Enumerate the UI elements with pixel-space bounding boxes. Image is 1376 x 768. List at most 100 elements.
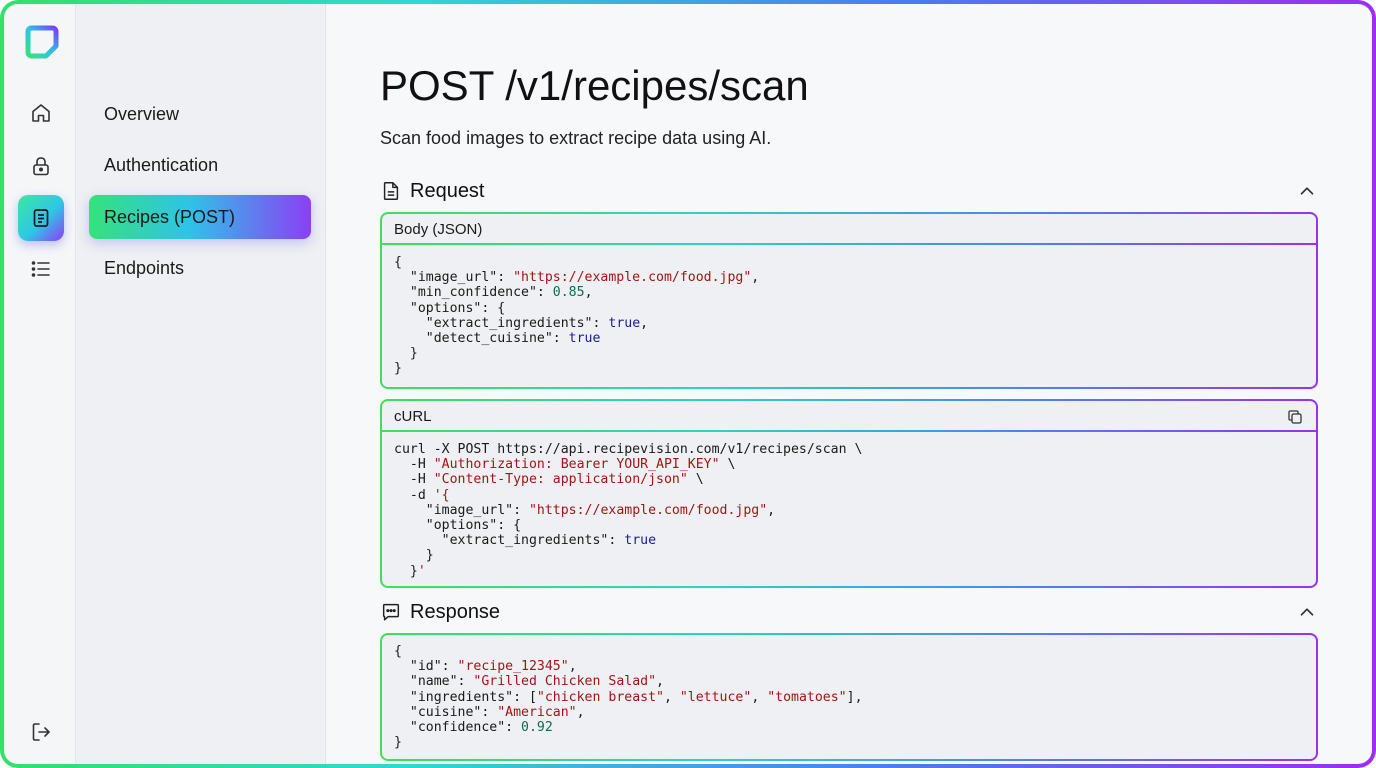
code-token: ,: [584, 285, 593, 301]
code-token: "ingredients": [: [394, 689, 537, 705]
code-line: "extract_ingredients": true: [394, 533, 656, 548]
code-token: curl -X POST https://api.recipevision.co…: [394, 442, 863, 457]
app-surface: Overview Authentication Recipes (POST) E…: [4, 4, 1372, 764]
logout-icon: [29, 720, 53, 744]
card-label: Body (JSON): [394, 221, 483, 238]
nav-item-authentication[interactable]: Authentication: [89, 143, 311, 187]
card-header: Body (JSON): [382, 214, 1316, 245]
document-icon: [29, 206, 53, 230]
rail-list-button[interactable]: [18, 246, 64, 292]
code-line: "options": {: [394, 518, 521, 533]
logo-icon: [24, 24, 60, 60]
card-label: cURL: [394, 408, 432, 425]
code-token: }: [394, 361, 402, 377]
code-line: }: [394, 735, 402, 750]
code-token: }: [394, 548, 434, 564]
code-block: { "image_url": "https://example.com/food…: [382, 245, 1316, 387]
nav-item-overview[interactable]: Overview: [89, 92, 311, 136]
code-token: "image_url":: [394, 502, 529, 518]
code-token: "tomatoes": [767, 689, 847, 705]
nav-item-endpoints[interactable]: Endpoints: [89, 246, 311, 290]
code-block: curl -X POST https://api.recipevision.co…: [382, 432, 1316, 586]
code-token: "Authorization: Bearer YOUR_API_KEY": [433, 457, 720, 473]
rail-home-button[interactable]: [18, 90, 64, 136]
code-line: }': [394, 564, 426, 579]
code-line: "min_confidence": 0.85,: [394, 285, 593, 300]
code-token: "name":: [394, 674, 474, 690]
response-section-header: Response: [380, 597, 1318, 627]
code-block: { "id": "recipe_12345", "name": "Grilled…: [382, 635, 1316, 759]
code-line: "cuisine": "American",: [394, 705, 585, 720]
request-section-header: Request: [380, 176, 1318, 206]
code-token: true: [608, 315, 641, 331]
code-token: }: [394, 735, 402, 751]
code-token: }: [394, 346, 418, 362]
code-token: "options": {: [394, 518, 522, 534]
code-token: 0.85: [552, 285, 585, 301]
curl-card: cURL curl -X POST https://api.recipevisi…: [380, 399, 1318, 588]
code-token: "extract_ingredients":: [394, 533, 625, 549]
code-token: ,: [640, 315, 649, 331]
rail-lock-button[interactable]: [18, 143, 64, 189]
code-line: -H "Content-Type: application/json" \: [394, 472, 704, 487]
code-token: "Grilled Chicken Salad": [473, 674, 657, 690]
code-token: \: [719, 457, 736, 473]
code-line: {: [394, 644, 402, 659]
code-token: "cuisine":: [394, 704, 498, 720]
code-token: "recipe_12345": [457, 659, 569, 675]
code-token: "https://example.com/food.jpg": [528, 502, 768, 518]
page-description: Scan food images to extract recipe data …: [380, 128, 772, 148]
code-line: "confidence": 0.92: [394, 720, 553, 735]
code-token: "id":: [394, 659, 458, 675]
code-line: "id": "recipe_12345",: [394, 659, 577, 674]
code-token: ,: [656, 674, 664, 690]
code-line: "detect_cuisine": true: [394, 331, 601, 347]
code-token: ,: [568, 659, 577, 675]
code-line: }: [394, 346, 418, 361]
code-token: ,: [767, 502, 776, 518]
icon-rail: [4, 4, 76, 764]
code-token: ,: [751, 270, 760, 286]
code-token: "extract_ingredients":: [394, 315, 609, 331]
code-token: '{: [433, 487, 450, 503]
main-content: POST /v1/recipes/scan Scan food images t…: [326, 4, 1372, 764]
rail-document-button[interactable]: [18, 195, 64, 241]
code-token: "American": [497, 704, 577, 720]
chevron-up-icon[interactable]: [1296, 180, 1318, 202]
response-card: { "id": "recipe_12345", "name": "Grilled…: [380, 633, 1318, 761]
page-title: POST /v1/recipes/scan: [380, 62, 809, 109]
code-token: "min_confidence":: [394, 285, 553, 301]
code-token: "https://example.com/food.jpg": [513, 270, 752, 286]
code-token: ,: [663, 689, 680, 705]
code-token: -H: [394, 472, 434, 488]
code-token: "detect_cuisine":: [394, 331, 569, 347]
code-line: "image_url": "https://example.com/food.j…: [394, 503, 775, 518]
code-line: "image_url": "https://example.com/food.j…: [394, 270, 759, 285]
copy-icon[interactable]: [1286, 408, 1304, 426]
code-line: }: [394, 361, 402, 376]
chevron-up-icon[interactable]: [1296, 601, 1318, 623]
nav-item-label: Overview: [104, 103, 180, 124]
code-line: "name": "Grilled Chicken Salad",: [394, 674, 664, 689]
docs-nav: Overview Authentication Recipes (POST) E…: [76, 4, 326, 764]
response-section-title: Response: [410, 600, 501, 623]
code-line: {: [394, 255, 402, 270]
code-line: "ingredients": ["chicken breast", "lettu…: [394, 690, 863, 705]
code-token: -d: [394, 487, 434, 503]
list-icon: [29, 257, 53, 281]
message-square-icon: [380, 601, 402, 623]
nav-item-label: Authentication: [104, 154, 219, 175]
home-icon: [29, 101, 53, 125]
code-token: {: [394, 255, 402, 270]
nav-item-recipes-post[interactable]: Recipes (POST): [89, 195, 311, 239]
request-section-title: Request: [410, 179, 485, 202]
code-token: "confidence":: [394, 720, 522, 736]
code-token: "chicken breast": [536, 689, 664, 705]
code-token: -H: [394, 457, 434, 473]
code-token: true: [568, 331, 601, 347]
request-body-card: Body (JSON) { "image_url": "https://exam…: [380, 212, 1318, 389]
lock-icon: [29, 154, 53, 178]
rail-logout-button[interactable]: [18, 709, 64, 755]
code-token: "lettuce": [679, 689, 752, 705]
